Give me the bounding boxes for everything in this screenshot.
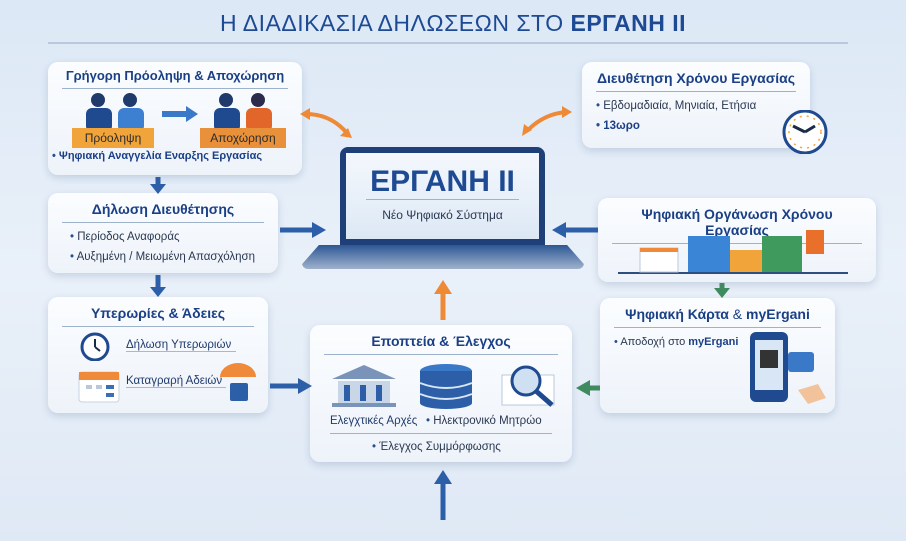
schedule-blocks-icon [618,230,848,274]
overtime-card: Υπερωρίες & Άδειες Δήλωση Υπερωριών Κατα… [48,297,268,413]
laptop-screen: ΕΡΓΑΝΗ ΙΙ Νέο Ψηφιακό Σύστημα [346,153,539,239]
worktime-card: Διευθέτηση Χρόνου Εργασίας Εβδομαδιαία, … [582,62,810,148]
handshake-people-icon [86,93,144,132]
laptop-title: ΕΡΓΑΝΗ ΙΙ [366,153,519,200]
digital-org-title: Ψηφιακή Οργάνωση Χρόνου Εργασίας [612,206,862,244]
database-icon [419,364,473,409]
title-prefix: Η ΔΙΑΔΙΚΑΣΙΑ ΔΗΛΩΣΕΩΝ ΣΤΟ [220,10,571,36]
supervision-title: Εποπτεία & Έλεγχος [324,333,558,355]
title-part: myErgani [746,306,810,322]
bullet-text: Αποδοχή στο [620,336,689,348]
supervision-card: Εποπτεία & Έλεγχος Ελεγχτικές Αρχές Ηλεκ… [310,325,572,462]
page-title: Η ΔΙΑΔΙΚΑΣΙΑ ΔΗΛΩΣΕΩΝ ΣΤΟ ΕΡΓΑΝΗ ΙΙ [0,10,906,37]
overtime-item: Καταγραρή Αδειών [126,375,226,388]
umbrella-suitcase-icon [220,363,256,401]
myergani-card: Ψηφιακή Κάρτα & myErgani Αποδοχή στο myE… [600,298,835,413]
phone-qr-icon [750,332,826,404]
laptop: ΕΡΓΑΝΗ ΙΙ Νέο Ψηφιακό Σύστημα [340,147,545,245]
myergani-title: Ψηφιακή Κάρτα & myErgani [614,306,821,328]
title-divider [48,42,848,44]
stopwatch-icon [80,332,110,361]
title-part: Ψηφιακή Κάρτα [625,306,729,322]
hiring-title: Γρήγορη Πρόοληψη & Αποχώρηση [62,68,288,89]
worktime-title: Διευθέτηση Χρόνου Εργασίας [596,70,796,92]
clock-icon [782,110,828,154]
laptop-subtitle: Νέο Ψηφιακό Σύστημα [382,208,503,222]
hire-tag: Πρόοληψη [72,128,154,148]
hiring-bullet: Ψηφιακή Αναγγελία Εναρξης Εργασίας [52,150,262,162]
arrangement-bullet: Περίοδος Αναφοράς [70,231,278,243]
bullet-link: myErgani [688,336,739,348]
departing-people-icon [214,93,272,132]
title-bold: ΕΡΓΑΝΗ ΙΙ [570,10,686,36]
worktime-bullet: 13ωρο [596,120,810,132]
myergani-bullet: Αποδοχή στο myErgani [614,336,835,348]
laptop-keyboard [302,245,584,269]
digital-org-card: Ψηφιακή Οργάνωση Χρόνου Εργασίας [598,198,876,282]
authorities-label: Ελεγχτικές Αρχές [330,415,418,427]
overtime-item: Δήλωση Υπερωριών [126,339,236,352]
leave-tag: Αποχώρηση [200,128,286,148]
hiring-card: Γρήγορη Πρόοληψη & Αποχώρηση Πρόοληψη Απ… [48,62,302,175]
arrangement-bullet: Αυξημένη / Μειωμένη Απασχόληση [70,251,278,263]
right-arrow-icon [162,106,198,122]
bank-icon [332,365,396,407]
compliance-bullet: Έλεγχος Συμμόρφωσης [372,441,501,453]
arrangement-title: Δήλωση Διευθέτησης [62,201,264,223]
calendar-icon [78,371,120,403]
worktime-bullet: Εβδομαδιαία, Μηνιαία, Ετήσια [596,100,810,112]
arrangement-card: Δήλωση Διευθέτησης Περίοδος Αναφοράς Αυξ… [48,193,278,273]
overtime-title: Υπερωρίες & Άδειες [62,305,254,327]
supervision-icons [332,364,555,409]
magnifier-icon [501,365,555,407]
title-part: & [728,306,747,322]
registry-label: Ηλεκτρονικό Μητρώο [426,415,541,427]
